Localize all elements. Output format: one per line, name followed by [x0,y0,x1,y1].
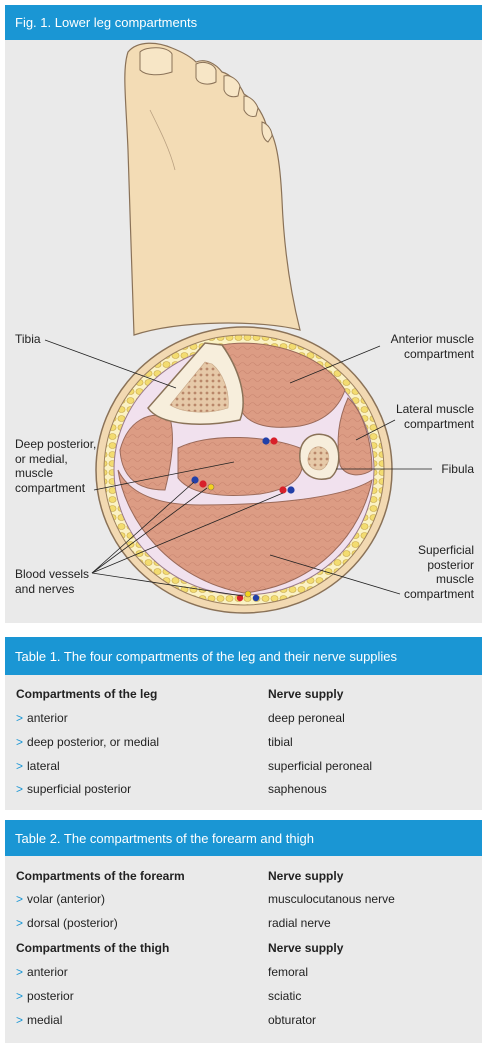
forearm-row-1-nerve: radial nerve [268,916,331,930]
thigh-col1-header: Compartments of the thigh [16,941,170,955]
label-anterior-muscle-compartment: Anterior muscle compartment [391,332,474,361]
label-deep-line-4: compartment [15,480,86,495]
table1-row-2-compartment: lateral [27,759,60,773]
chevron-right-icon: > [16,965,24,979]
thigh-row-2-nerve: obturator [268,1013,317,1027]
thigh-row-compartment: >anterior [16,965,68,979]
chevron-right-icon: > [16,782,24,796]
thigh-row-1-compartment: posterior [27,989,74,1003]
label-superficial-line-1: Superficial [417,543,474,557]
label-superficial-line-3: muscle [435,572,474,586]
label-vessels-line-1: Blood vessels [15,567,90,581]
table1-col2-header: Nerve supply [268,687,344,701]
label-anterior-line-1: Anterior muscle [390,332,474,346]
figure-title: Fig. 1. Lower leg compartments [15,15,198,30]
thigh-row-1-nerve: sciatic [268,989,302,1003]
label-fibula: Fibula [441,462,474,476]
label-vessels-line-2: and nerves [15,581,75,596]
chevron-right-icon: > [16,916,24,930]
label-deep-posterior-compartment: Deep posterior, or medial, muscle compar… [15,437,96,495]
fibula-marrow [307,446,330,471]
lateral-compartment [337,397,373,476]
thigh-row-0-nerve: femoral [268,965,309,979]
leg-cross-section-illustration [44,42,432,614]
table1-title: Table 1. The four compartments of the le… [15,648,398,664]
forearm-row-1-compartment: dorsal (posterior) [27,916,118,930]
table1-row-1-compartment: deep posterior, or medial [27,735,160,749]
table1-row-3-compartment: superficial posterior [27,782,132,796]
chevron-right-icon: > [16,711,24,725]
thigh-row-2-compartment: medial [27,1013,63,1027]
label-deep-line-2: or medial, [15,451,68,466]
table1-row-compartment: >anterior [16,711,68,725]
chevron-right-icon: > [16,1013,24,1027]
label-superficial-posterior-compartment: Superficial posterior muscle compartment [404,543,474,601]
vessel-group-deep [191,476,295,494]
figure-header: Fig. 1. Lower leg compartments [5,5,482,40]
deep-posterior-compartment [177,437,304,496]
superficial-posterior-compartment [117,469,373,594]
thigh-row-0-compartment: anterior [27,965,68,979]
leader-lines [44,339,432,597]
label-superficial-line-2: posterior [427,557,474,572]
chevron-right-icon: > [16,735,24,749]
table1-row-compartment: >superficial posterior [16,782,131,796]
label-lateral-muscle-compartment: Lateral muscle compartment [396,402,474,431]
table2-title: Table 2. The compartments of the forearm… [15,830,314,846]
table2-header: Table 2. The compartments of the forearm… [5,820,482,856]
table1-row-0-compartment: anterior [27,711,68,725]
table1-row-compartment: >lateral [16,759,60,773]
table1-panel: Compartments of the leg Nerve supply >an… [5,675,482,810]
thigh-row-compartment: >medial [16,1013,62,1027]
label-tibia: Tibia [15,332,41,346]
forearm-row-0-compartment: volar (anterior) [27,892,106,906]
table1-row-compartment: >deep posterior, or medial [16,735,159,749]
table1-col1-header: Compartments of the leg [16,687,158,701]
label-superficial-line-4: compartment [403,586,474,601]
forearm-row-0-nerve: musculocutanous nerve [268,892,395,906]
tibia-marrow [169,361,229,413]
label-lateral-line-1: Lateral muscle [395,402,474,416]
label-deep-line-3: muscle [15,466,54,480]
posterior-muscle-left [119,414,173,491]
chevron-right-icon: > [16,759,24,773]
label-deep-line-1: Deep posterior, [15,437,97,451]
forearm-row-compartment: >dorsal (posterior) [16,916,118,930]
thigh-row-compartment: >posterior [16,989,74,1003]
table1-row-1-nerve: tibial [268,735,293,749]
forearm-col1-header: Compartments of the forearm [16,869,185,883]
table1-row-2-nerve: superficial peroneal [268,759,373,773]
table1-header: Table 1. The four compartments of the le… [5,637,482,675]
chevron-right-icon: > [16,892,24,906]
table2-panel: Compartments of the forearm Nerve supply… [5,856,482,1043]
label-anterior-line-2: compartment [403,346,474,361]
vessel-group-superficial [236,590,260,602]
chevron-right-icon: > [16,989,24,1003]
label-blood-vessels-and-nerves: Blood vessels and nerves [15,567,89,596]
foot-illustration [124,42,301,336]
thigh-col2-header: Nerve supply [268,941,344,955]
table1-row-0-nerve: deep peroneal [268,711,345,725]
label-lateral-line-2: compartment [403,416,474,431]
table1-row-3-nerve: saphenous [268,782,327,796]
forearm-row-compartment: >volar (anterior) [16,892,105,906]
forearm-col2-header: Nerve supply [268,869,344,883]
vessel-group-anterior [262,437,278,445]
